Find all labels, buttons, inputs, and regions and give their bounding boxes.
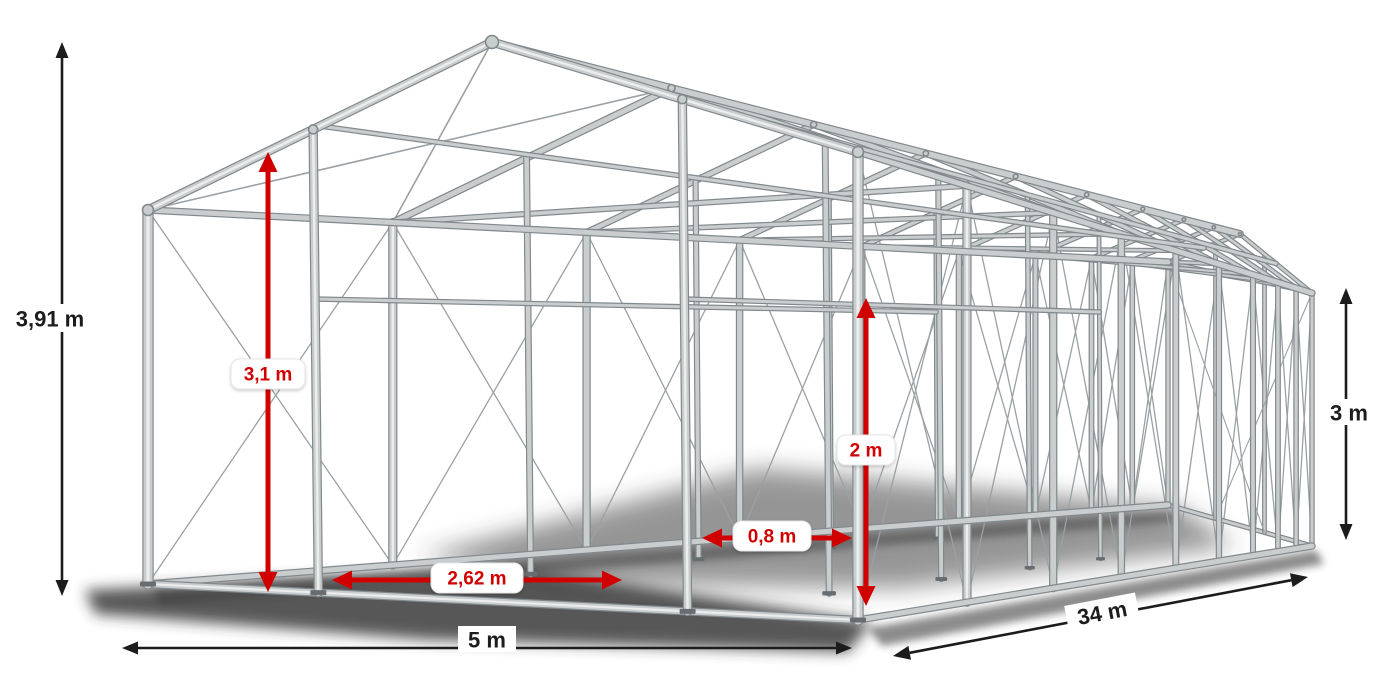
arrow-down-icon	[258, 572, 278, 592]
dim-entrance-height: 3,1 m	[230, 152, 306, 592]
arrow-up-icon	[856, 298, 876, 318]
dim-pill-bg	[430, 562, 524, 594]
dim-entrance-height-label: 3,1 m	[244, 365, 293, 386]
ground-shadows	[85, 468, 1324, 652]
dim-length: 34 m	[893, 573, 1308, 660]
dim-pill-bg	[732, 520, 812, 552]
dim-inner-height-label: 2 m	[850, 441, 883, 462]
arrow-up-icon	[258, 152, 278, 172]
dim-side-height: 3 m	[1324, 288, 1374, 540]
arrow-left-icon	[893, 645, 911, 660]
arrow-left-icon	[702, 528, 722, 548]
dim-label-bg	[1064, 592, 1140, 632]
arrow-right-icon	[832, 528, 852, 548]
arrow-left-icon	[122, 641, 138, 655]
dim-pill-bg	[836, 434, 896, 466]
dim-side-clearance: 0,8 m	[702, 520, 852, 552]
arrow-left-icon	[332, 570, 352, 590]
dim-label-bg	[1324, 399, 1374, 425]
arrow-right-icon	[602, 570, 622, 590]
tent-frame-structure	[140, 34, 1316, 626]
dim-entrance-width: 2,62 m	[332, 562, 622, 594]
dim-entrance-width-label: 2,62 m	[447, 569, 506, 590]
arrow-up-icon	[55, 42, 69, 58]
arrow-right-icon	[1290, 573, 1308, 588]
arrow-right-icon	[836, 641, 852, 655]
dim-side-clearance-label: 0,8 m	[748, 527, 797, 548]
arrow-down-icon	[55, 580, 69, 596]
arrow-down-icon	[1339, 524, 1353, 540]
dim-label-bg	[8, 304, 92, 332]
dim-side-height-label: 3 m	[1330, 401, 1368, 426]
dim-total-height: 3,91 m	[8, 42, 92, 596]
dim-total-height-label: 3,91 m	[16, 307, 85, 332]
dim-inner-height: 2 m	[836, 298, 896, 606]
arrow-up-icon	[1339, 288, 1353, 304]
dimension-annotations: 3,91 m 5 m 34 m 3 m	[8, 42, 1374, 660]
arrow-down-icon	[856, 586, 876, 606]
dim-label-bg	[458, 626, 516, 652]
dim-pill-bg	[230, 358, 306, 390]
dim-width: 5 m	[122, 626, 852, 655]
dim-width-label: 5 m	[468, 628, 506, 653]
